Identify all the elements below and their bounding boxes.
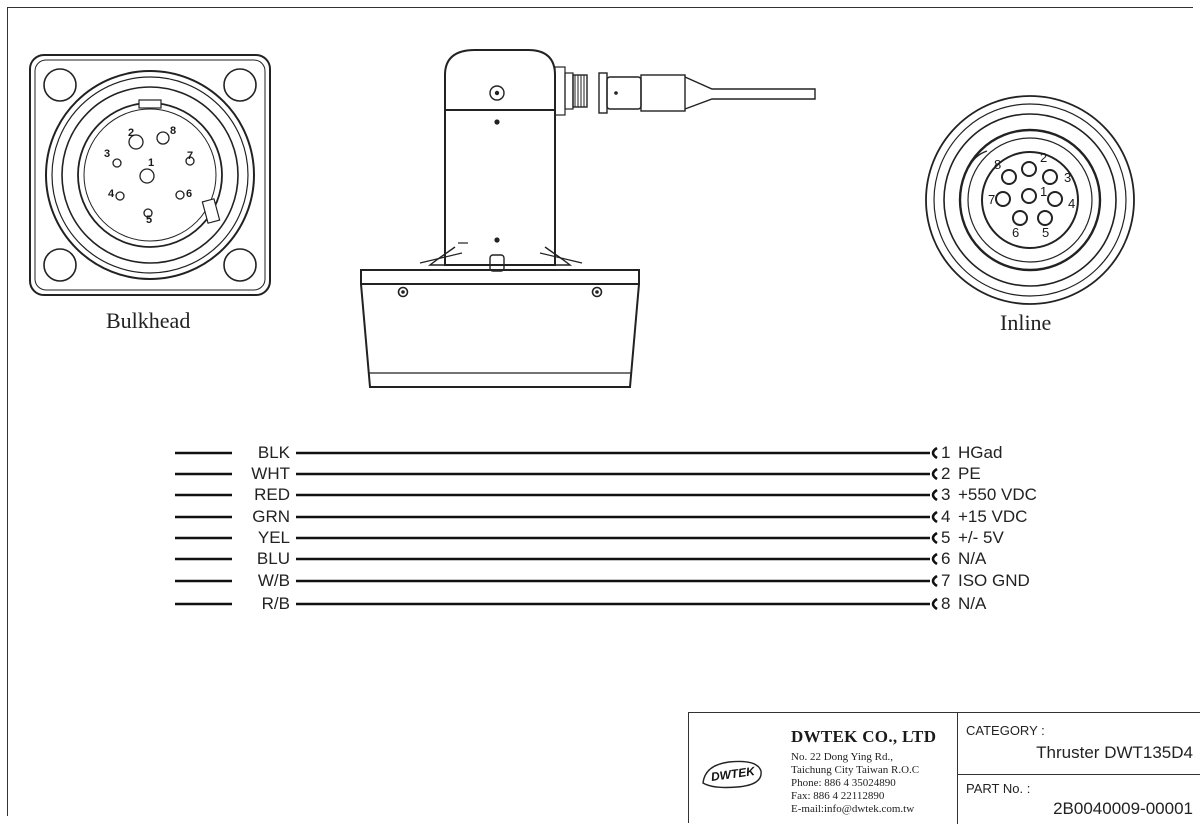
inline-caption: Inline — [1000, 310, 1052, 335]
logo-text: DWTEK — [710, 764, 757, 784]
wire-color-label: BLK — [257, 443, 290, 462]
category-label: CATEGORY : — [966, 723, 1045, 738]
bulkhead-pin-2: 2 — [128, 127, 135, 139]
pin-signal: +15 VDC — [958, 507, 1028, 526]
wire-color-label: YEL — [257, 528, 290, 547]
bulkhead-pin-7: 7 — [187, 150, 194, 162]
pin-signal: ISO GND — [958, 571, 1030, 590]
company-info: DWTEK DWTEK CO., LTD No. 22 Dong Ying Rd… — [689, 713, 958, 824]
inline-pin-4: 4 — [1068, 196, 1076, 211]
wire-color-label: WHT — [251, 464, 290, 483]
pin-signal: +550 VDC — [958, 485, 1037, 504]
bulkhead-pin-6: 6 — [186, 188, 193, 200]
inline-pin-6: 6 — [1012, 225, 1020, 240]
inline-pin-8: 8 — [994, 157, 1002, 172]
bulkhead-pin-3: 3 — [104, 148, 111, 160]
wiring-lines — [175, 446, 938, 611]
wire-color-label: R/B — [261, 594, 290, 613]
category-value: Thruster DWT135D4 — [1036, 743, 1193, 762]
bulkhead-connector-drawing — [29, 54, 271, 296]
address-line-2: Taichung City Taiwan R.O.C — [791, 764, 920, 776]
pin-number: 8 — [941, 594, 951, 613]
pin-signal: N/A — [958, 549, 987, 568]
pin-signal: N/A — [958, 594, 987, 613]
fax-line: Fax: 886 4 22112890 — [791, 790, 885, 802]
bulkhead-caption: Bulkhead — [106, 308, 191, 333]
address-line-1: No. 22 Dong Ying Rd., — [791, 751, 893, 763]
inline-pin-2: 2 — [1040, 150, 1048, 165]
category-box: CATEGORY : Thruster DWT135D4 — [958, 713, 1200, 775]
drawing-frame — [7, 7, 1193, 816]
pin-signal: PE — [958, 464, 981, 483]
part-info: CATEGORY : Thruster DWT135D4 PART No. : … — [958, 713, 1200, 824]
pin-number: 1 — [941, 443, 951, 462]
title-block: DWTEK DWTEK CO., LTD No. 22 Dong Ying Rd… — [688, 712, 1200, 824]
inline-pin-7: 7 — [988, 192, 996, 207]
wire-color-label: GRN — [252, 507, 290, 526]
pin-signal: +/- 5V — [958, 528, 1004, 547]
email-line: E-mail:info@dwtek.com.tw — [791, 803, 915, 815]
bulkhead-pin-4: 4 — [108, 188, 115, 200]
wire-color-label: RED — [254, 485, 290, 504]
pin-number: 3 — [941, 485, 951, 504]
pin-number: 6 — [941, 549, 951, 568]
bulkhead-pin-1: 1 — [148, 157, 155, 169]
pin-number: 4 — [941, 507, 951, 526]
phone-line: Phone: 886 4 35024890 — [791, 777, 896, 789]
inline-pin-1: 1 — [1040, 184, 1048, 199]
wire-color-label: W/B — [257, 571, 290, 590]
thruster-drawing — [360, 49, 816, 388]
pin-number: 5 — [941, 528, 951, 547]
part-number-value: 2B0040009-00001 — [1053, 799, 1193, 818]
inline-pin-holes — [995, 161, 1063, 226]
inline-connector-drawing — [925, 95, 1135, 305]
part-number-label: PART No. : — [966, 781, 1031, 796]
inline-pin-5: 5 — [1042, 225, 1050, 240]
inline-pin-3: 3 — [1064, 170, 1072, 185]
company-name: DWTEK CO., LTD — [791, 727, 937, 746]
bulkhead-pin-5: 5 — [146, 214, 153, 226]
dwtek-logo-icon: DWTEK — [702, 760, 762, 789]
bulkhead-pin-8: 8 — [170, 125, 177, 137]
bulkhead-pin-holes — [112, 131, 195, 218]
pin-number: 7 — [941, 571, 951, 590]
pin-signal: HGad — [958, 443, 1003, 462]
wire-color-label: BLU — [256, 549, 290, 568]
pin-number: 2 — [941, 464, 951, 483]
